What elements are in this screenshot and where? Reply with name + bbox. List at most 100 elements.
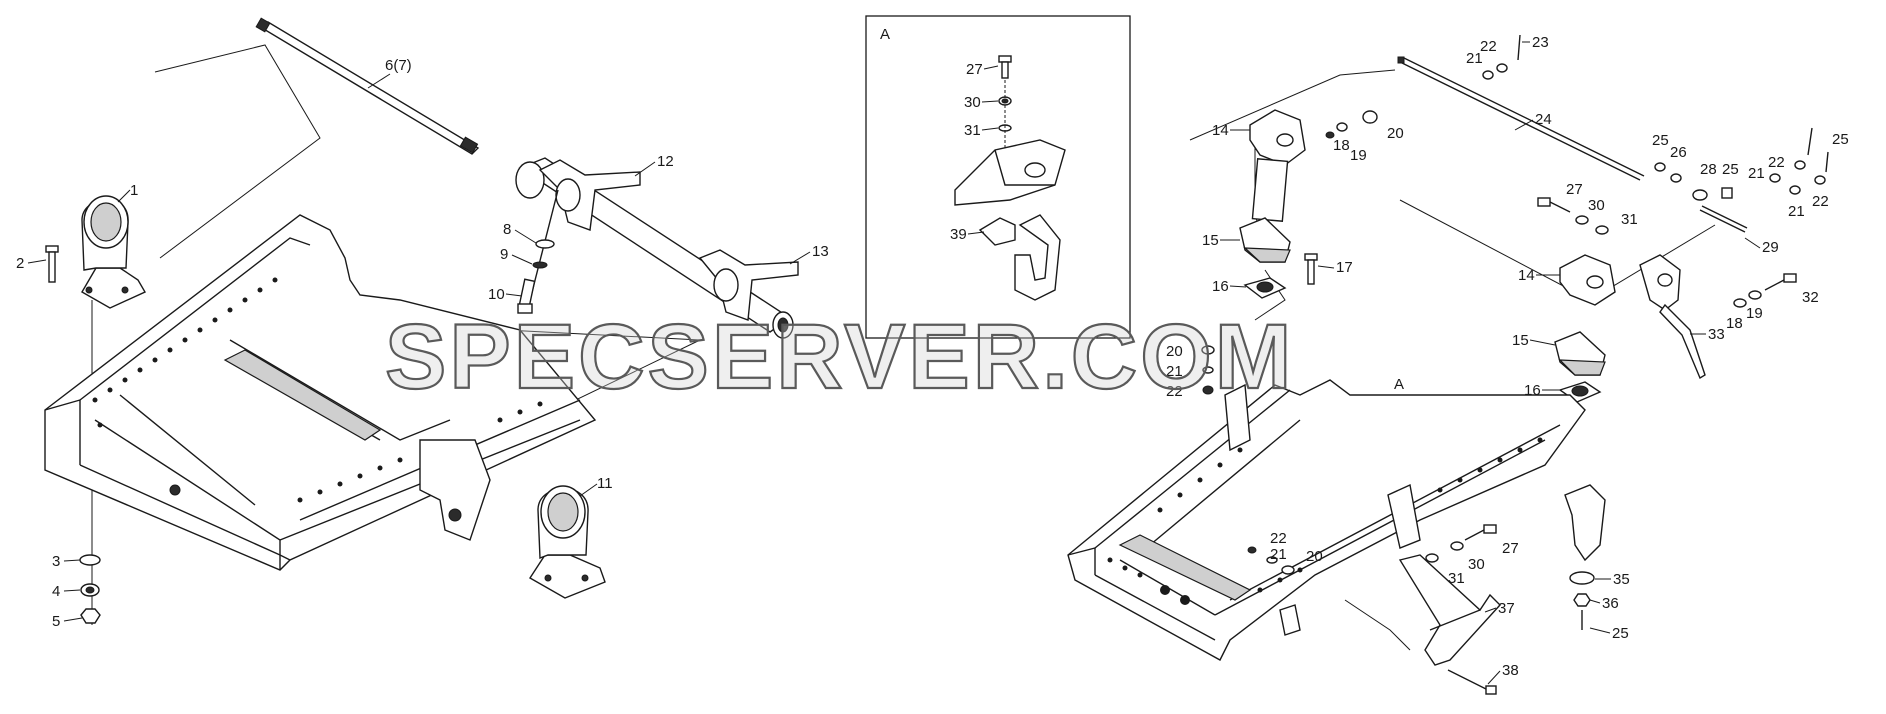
part-label-19-upper: 19: [1350, 147, 1367, 164]
hardware-lower-right: [1425, 524, 1497, 563]
part-label-25-b: 25: [1722, 161, 1739, 178]
part-label-11: 11: [597, 475, 613, 492]
part-label-21-top: 21: [1466, 50, 1483, 67]
reference-line-lower: [1344, 599, 1411, 651]
part-label-18-upper: 18: [1333, 137, 1350, 154]
part-label-9: 9: [500, 246, 508, 263]
part-label-1: 1: [130, 182, 138, 199]
part-label-13: 13: [812, 243, 829, 260]
bracket-15-lower: [1554, 331, 1606, 376]
part-label-28: 28: [1700, 161, 1717, 178]
frame-holes: [92, 277, 543, 503]
detail-bolt-27: [998, 55, 1012, 165]
part-label-36: 36: [1602, 595, 1619, 612]
part-label-4: 4: [52, 583, 60, 600]
part-label-27-lower: 27: [1502, 540, 1519, 557]
part-label-30-right: 30: [1588, 197, 1605, 214]
part-label-22-right-a: 22: [1768, 154, 1785, 171]
stud-3-4-5: [79, 300, 101, 625]
part-label-33: 33: [1708, 326, 1725, 343]
part-label-14-lower: 14: [1518, 267, 1535, 284]
part-label-22-lower: 22: [1270, 530, 1287, 547]
part-label-31-detail: 31: [964, 122, 981, 139]
part-label-20-upper: 20: [1387, 125, 1404, 142]
part-label-24: 24: [1535, 111, 1552, 128]
detail-box-label: A: [880, 26, 890, 43]
part-label-21-right: 21: [1748, 165, 1765, 182]
part-label-15-upper: 15: [1202, 232, 1219, 249]
hardware-stack-left: [1201, 345, 1215, 395]
part-label-5: 5: [52, 613, 60, 630]
bracket-37: [1398, 554, 1501, 666]
mount-16-upper: [1243, 277, 1287, 299]
part-label-17: 17: [1336, 259, 1353, 276]
part-labels: 1 2 3 4 5 6(7) 8 9 10 11 12 13 27 30 31 …: [16, 34, 1849, 685]
part-label-31-lower: 31: [1448, 570, 1465, 587]
part-label-29: 29: [1762, 239, 1779, 256]
part-label-21-right-b: 21: [1788, 203, 1805, 220]
linkage-right: [1654, 127, 1829, 233]
reference-line-top: [1189, 69, 1396, 141]
rod-24: [1397, 56, 1645, 181]
hardware-top: [1482, 34, 1521, 80]
mounting-plane-outline: [154, 44, 321, 259]
left-assembly: [44, 17, 799, 625]
part-label-8: 8: [503, 221, 511, 238]
part-label-20-lower: 20: [1306, 548, 1323, 565]
watermark: SPECSERVER.COM: [385, 306, 1294, 408]
part-label-19-lower: 19: [1746, 305, 1763, 322]
end-bracket: [1564, 484, 1606, 630]
part-label-27-right: 27: [1566, 181, 1583, 198]
part-label-2: 2: [16, 255, 24, 272]
part-label-6-7: 6(7): [385, 57, 412, 74]
part-label-30-detail: 30: [964, 94, 981, 111]
part-label-25-a: 25: [1652, 132, 1669, 149]
part-label-18-lower: 18: [1726, 315, 1743, 332]
part-label-35: 35: [1613, 571, 1630, 588]
detail-box-a: A: [865, 15, 1131, 339]
part-label-27-detail: 27: [966, 61, 983, 78]
part-label-22-right-b: 22: [1812, 193, 1829, 210]
part-label-39-detail: 39: [950, 226, 967, 243]
part-label-21-stack: 21: [1166, 363, 1183, 380]
part-label-16-upper: 16: [1212, 278, 1229, 295]
detail-callout-label: A: [1394, 376, 1404, 393]
part-label-12: 12: [657, 153, 674, 170]
part-label-15-lower: 15: [1512, 332, 1529, 349]
bolt-38: [1447, 669, 1497, 695]
part-label-14-upper: 14: [1212, 122, 1229, 139]
right-assembly: A: [1067, 34, 1829, 695]
bolt-27-right: [1537, 197, 1609, 235]
hardware-upper: [1325, 110, 1378, 139]
bracket-12: [538, 159, 641, 231]
part-label-21-lower: 21: [1270, 546, 1287, 563]
part-label-3: 3: [52, 553, 60, 570]
part-label-22-top: 22: [1480, 38, 1497, 55]
bearing-bracket-1: [81, 195, 146, 309]
part-label-16-lower: 16: [1524, 382, 1541, 399]
bracket-13: [698, 249, 799, 321]
part-label-22-stack: 22: [1166, 383, 1183, 400]
hardware-lower-left: [1247, 546, 1295, 575]
right-frame: [1067, 379, 1586, 661]
shaft-6-7: [255, 17, 480, 155]
part-label-10: 10: [488, 286, 505, 303]
latch-14-lower: [1559, 254, 1616, 306]
part-label-26: 26: [1670, 144, 1687, 161]
bolt-10: [517, 189, 559, 314]
detail-bracket: [954, 139, 1066, 301]
part-label-23: 23: [1532, 34, 1549, 51]
part-label-30-lower: 30: [1468, 556, 1485, 573]
bearing-bracket-11: [529, 485, 606, 599]
bolt-32: [1733, 273, 1797, 308]
bolt-2: [45, 245, 59, 283]
left-frame: [44, 214, 597, 571]
latch-14-upper: [1249, 109, 1306, 222]
part-label-32: 32: [1802, 289, 1819, 306]
bolt-17: [1304, 253, 1318, 285]
part-label-25-c: 25: [1832, 131, 1849, 148]
lever-33: [1639, 254, 1706, 380]
part-label-25-lower: 25: [1612, 625, 1629, 642]
right-frame-holes: [1107, 437, 1543, 605]
